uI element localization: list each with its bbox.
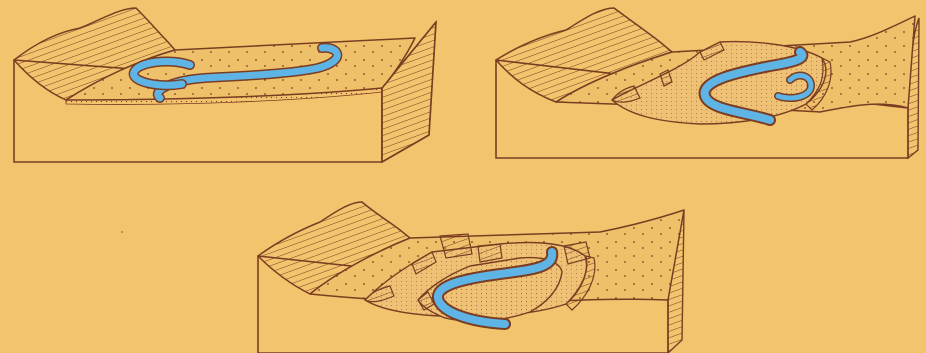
block-diagram-stage-1	[14, 8, 436, 162]
block-diagram-stage-3	[258, 202, 684, 353]
speck-mark	[121, 231, 123, 233]
block-diagram-stage-2	[496, 8, 919, 158]
